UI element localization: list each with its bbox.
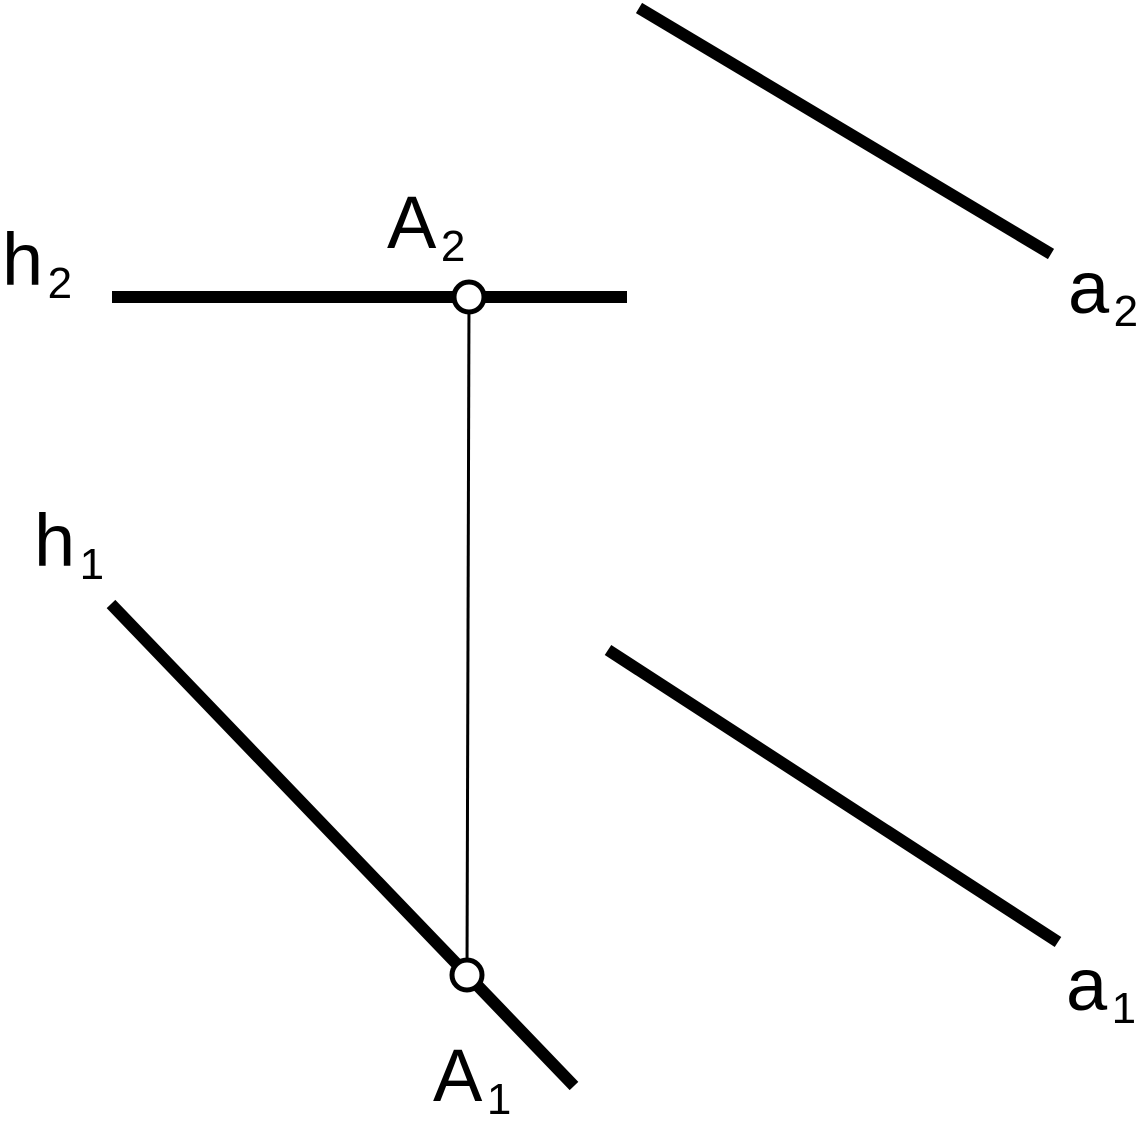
label-A1: A 1: [433, 1034, 511, 1122]
point-A1: [449, 957, 485, 993]
label-A2: A 2: [387, 181, 465, 271]
line-a2: [635, 2, 1055, 260]
point-A2: [451, 279, 487, 315]
connection-line-A2-A1: [465, 296, 471, 976]
line-a1: [604, 644, 1062, 948]
label-a2: a 2: [1068, 246, 1138, 336]
label-h2: h 2: [2, 218, 72, 308]
line-h1: [106, 599, 579, 1091]
label-a1: a 1: [1066, 943, 1136, 1033]
label-h1: h 1: [34, 499, 104, 589]
